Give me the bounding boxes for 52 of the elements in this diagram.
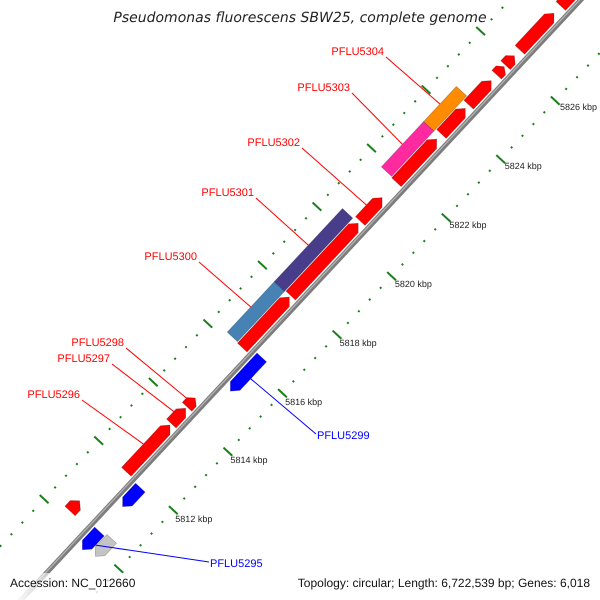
accession-text: Accession: NC_012660: [10, 576, 136, 590]
leader-line: [352, 92, 404, 145]
gene-bar: [274, 208, 354, 292]
scale-label: 5826 kbp: [560, 102, 597, 113]
gene-bar: [226, 281, 286, 342]
scale-label: 5814 kbp: [230, 455, 268, 466]
gene-feature: [230, 352, 267, 392]
leader-line: [386, 56, 441, 105]
leader-line: [126, 348, 187, 399]
scale-label: 5818 kbp: [340, 338, 377, 350]
gene-feature: [436, 108, 466, 139]
gene-feature: [166, 408, 186, 429]
gene-label: PFLU5295: [210, 558, 263, 571]
gene-feature: [514, 12, 554, 55]
leader-line: [302, 148, 367, 206]
gene-label: PFLU5298: [71, 337, 124, 350]
title: Pseudomonas fluorescens SBW25, complete genome: [112, 10, 488, 27]
gene-feature: [64, 500, 81, 516]
scale-label: 5824 kbp: [504, 161, 542, 172]
gene-feature: [285, 222, 359, 301]
gene-bar: [380, 121, 434, 177]
genome-stats-text: Topology: circular; Length: 6,722,539 bp; Genes: 6,018: [298, 576, 590, 590]
gene-feature: [355, 197, 382, 226]
gene-feature: [237, 296, 290, 352]
gene-bar: [423, 86, 468, 132]
leader-line: [198, 262, 252, 308]
scale-label: 5820 kbp: [394, 278, 432, 290]
gene-label: PFLU5299: [317, 430, 370, 443]
leader-line: [256, 198, 309, 246]
gene-feature: [182, 397, 197, 412]
gene-label: PFLU5296: [27, 389, 80, 402]
gene-label: PFLU5304: [331, 46, 384, 59]
gene-feature: [491, 66, 506, 80]
scale-label: 5816 kbp: [285, 396, 322, 408]
leader-line: [250, 378, 316, 434]
leader-line: [112, 364, 174, 412]
gene-label: PFLU5300: [144, 251, 197, 264]
gene-feature: [94, 534, 117, 557]
gene-label: PFLU5303: [297, 82, 350, 95]
gene-feature: [122, 482, 146, 508]
gene-label: PFLU5301: [201, 187, 254, 200]
gene-feature: [500, 55, 516, 70]
gene-feature: [463, 80, 492, 110]
gene-feature: [391, 138, 437, 188]
gene-label: PFLU5297: [57, 353, 110, 366]
gene-label: PFLU5302: [247, 137, 300, 150]
scale-label: 5822 kbp: [449, 220, 486, 232]
scale-label: 5812 kbp: [175, 514, 212, 526]
leader-line: [95, 544, 210, 562]
leader-line: [82, 400, 144, 445]
gene-feature: [82, 526, 105, 550]
gene-feature: [121, 424, 170, 477]
